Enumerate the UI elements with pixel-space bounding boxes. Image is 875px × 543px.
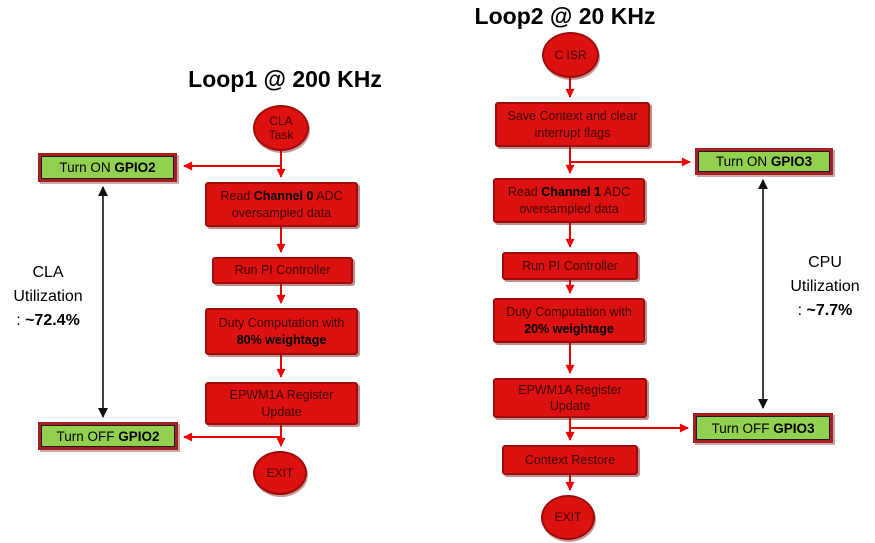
loop2-title: Loop2 @ 20 KHz bbox=[474, 3, 656, 29]
loop2-exit-node: EXIT bbox=[541, 495, 595, 540]
loop1-start-label: CLA Task bbox=[268, 113, 294, 142]
loop1-start-node: CLA Task bbox=[253, 105, 309, 151]
step-label: Context Restore bbox=[524, 452, 616, 467]
loop1-turn-off-gpio2: Turn OFF GPIO2 bbox=[38, 422, 178, 450]
step-label: Duty Computation with 80% weightage bbox=[218, 316, 345, 347]
loop2-step-context-restore: Context Restore bbox=[502, 445, 638, 475]
gpio-label: Turn ON GPIO3 bbox=[715, 154, 813, 169]
step-label: EPWM1A Register Update bbox=[518, 382, 622, 413]
loop2-step-epwm-update: EPWM1A Register Update bbox=[493, 378, 647, 418]
gpio-label: Turn ON GPIO2 bbox=[59, 160, 156, 175]
loop2-step-save-context: Save Context and clear interrupt flags bbox=[495, 102, 650, 147]
step-label: Run PI Controller bbox=[522, 258, 618, 273]
loop1-step-epwm-update: EPWM1A Register Update bbox=[205, 382, 358, 425]
loop1-exit-label: EXIT bbox=[266, 465, 294, 480]
loop2-exit-label: EXIT bbox=[554, 510, 582, 525]
loop2-turn-off-gpio3: Turn OFF GPIO3 bbox=[693, 413, 833, 443]
loop2-step-read-adc: Read Channel 1 ADC oversampled data bbox=[493, 178, 645, 223]
loop2-start-label: C ISR bbox=[554, 47, 587, 62]
step-label: EPWM1A Register Update bbox=[229, 388, 334, 419]
loop2-step-duty-computation: Duty Computation with 20% weightage bbox=[493, 298, 645, 343]
gpio-label: Turn OFF GPIO2 bbox=[56, 428, 160, 444]
step-label: Run PI Controller bbox=[234, 263, 331, 278]
loop2-utilization-text: CPU Utilization : ~7.7% bbox=[790, 254, 860, 319]
step-label: Read Channel 1 ADC oversampled data bbox=[507, 185, 631, 216]
loop1-title: Loop1 @ 200 KHz bbox=[188, 66, 382, 92]
step-label: Save Context and clear interrupt flags bbox=[507, 109, 638, 140]
loop2-step-pi-controller: Run PI Controller bbox=[502, 252, 638, 280]
loop1-step-duty-computation: Duty Computation with 80% weightage bbox=[205, 308, 358, 355]
loop1-step-read-adc: Read Channel 0 ADC oversampled data bbox=[205, 182, 358, 227]
step-label: Duty Computation with 20% weightage bbox=[506, 305, 632, 336]
loop1-step-pi-controller: Run PI Controller bbox=[212, 257, 353, 284]
loop2-start-node: C ISR bbox=[542, 32, 599, 78]
loop2-turn-on-gpio3: Turn ON GPIO3 bbox=[695, 148, 833, 175]
gpio-label: Turn OFF GPIO3 bbox=[711, 420, 815, 436]
loop1-turn-on-gpio2: Turn ON GPIO2 bbox=[38, 153, 177, 182]
step-label: Read Channel 0 ADC oversampled data bbox=[220, 189, 343, 220]
loop1-exit-node: EXIT bbox=[253, 451, 307, 495]
loop1-utilization-text: CLA Utilization : ~72.4% bbox=[13, 264, 83, 329]
